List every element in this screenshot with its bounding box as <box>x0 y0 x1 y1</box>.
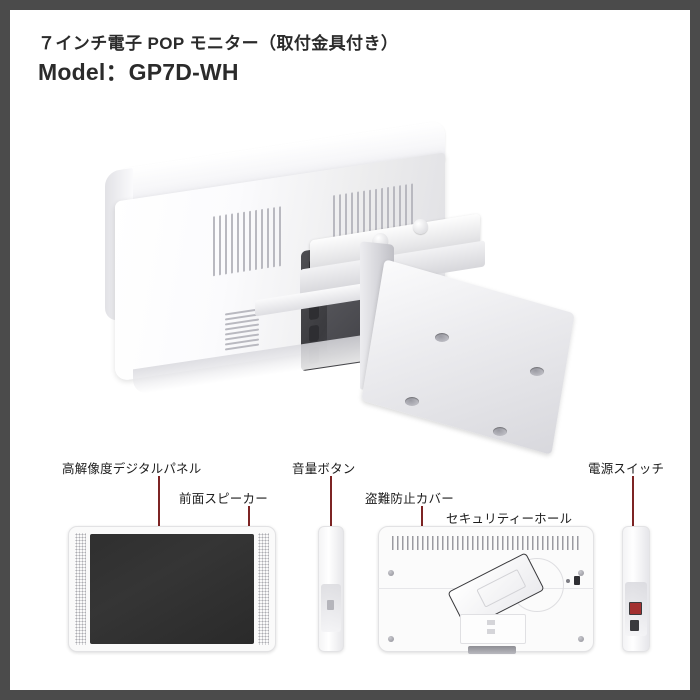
hero-product-photo <box>105 115 605 455</box>
speaker-grille-right <box>258 533 269 645</box>
security-hole-icon <box>574 576 580 585</box>
power-switch-icon <box>629 602 642 615</box>
left-side-view <box>318 526 344 652</box>
rear-foot <box>468 646 516 654</box>
screw-hole-icon <box>388 636 394 642</box>
rear-vent-slots <box>392 536 580 550</box>
callout-label-front-speaker: 前面スピーカー <box>179 492 268 506</box>
vent-group-lower <box>225 308 259 353</box>
callout-label-power-switch: 電源スイッチ <box>588 462 665 476</box>
screw-hole-icon <box>578 570 584 576</box>
vent-group-upper-left <box>213 206 285 277</box>
volume-button-icon <box>327 600 334 610</box>
rear-port-recess <box>460 614 526 644</box>
bracket-base-plate <box>361 259 575 455</box>
heading-block: ７インチ電子 POP モニター（取付金具付き） Model：GP7D-WH <box>38 33 398 87</box>
bracket-screw-hole <box>530 367 544 376</box>
callout-label-volume-button: 音量ボタン <box>292 462 356 476</box>
screw-hole-icon <box>578 636 584 642</box>
right-side-view <box>622 526 650 652</box>
model-number: Model：GP7D-WH <box>38 59 239 85</box>
inner-slot <box>309 324 319 343</box>
bracket-screw-hole <box>405 397 419 406</box>
screw-hole-icon <box>388 570 394 576</box>
page-title: ７インチ電子 POP モニター（取付金具付き） <box>38 34 399 53</box>
rear-view <box>378 526 594 654</box>
power-jack-icon <box>630 620 639 631</box>
image-canvas: ７インチ電子 POP モニター（取付金具付き） Model：GP7D-WH <box>10 10 690 690</box>
leader-line-hires-panel <box>158 476 160 539</box>
bracket-screw-hole <box>435 333 449 342</box>
callout-label-hires-panel: 高解像度デジタルパネル <box>62 462 202 476</box>
callout-label-security-hole: セキュリティーホール <box>446 512 573 526</box>
front-view <box>68 526 276 652</box>
security-hole-dot-icon <box>566 579 570 583</box>
bracket-screw-hole <box>493 427 507 436</box>
callout-label-anti-theft-cover: 盗難防止カバー <box>365 492 454 506</box>
speaker-grille-left <box>75 533 86 645</box>
display-screen <box>90 534 254 644</box>
bracket-knob <box>413 219 428 234</box>
